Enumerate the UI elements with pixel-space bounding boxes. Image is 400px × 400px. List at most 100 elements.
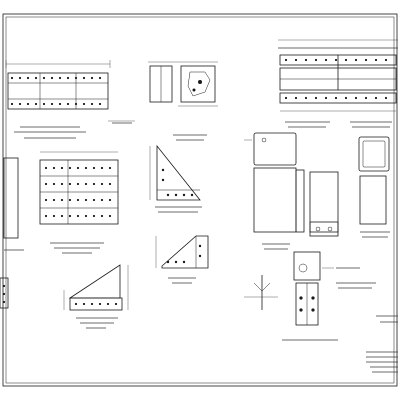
view-lower-center-gusset	[155, 235, 209, 284]
bolt-hole	[384, 96, 388, 100]
bolt-hole	[304, 96, 308, 100]
bolt-hole	[284, 96, 288, 100]
bolt-hole	[90, 302, 94, 306]
bolt-hole	[2, 292, 6, 296]
bolt-hole	[68, 182, 72, 186]
bolt-hole	[294, 96, 298, 100]
bolt-hole	[76, 214, 80, 218]
bolt-hole	[60, 198, 64, 202]
bolt-hole	[60, 182, 64, 186]
bolt-hole	[92, 166, 96, 170]
bolt-hole	[42, 102, 46, 106]
bolt-hole	[68, 214, 72, 218]
bolt-hole	[182, 260, 186, 264]
bolt-hole	[334, 96, 338, 100]
bolt-hole	[74, 302, 78, 306]
bolt-hole	[26, 102, 30, 106]
bolt-hole	[66, 102, 70, 106]
bolt-hole	[98, 76, 102, 80]
view-lower-triangle-bracket	[63, 264, 129, 329]
bolt-hole	[60, 166, 64, 170]
bolt-hole	[74, 76, 78, 80]
bolt-hole	[384, 58, 388, 62]
bolt-hole	[100, 214, 104, 218]
bolt-hole	[52, 182, 56, 186]
bolt-hole	[324, 58, 328, 62]
bolt-hole	[98, 102, 102, 106]
bolt-hole	[198, 244, 202, 248]
bolt-hole	[92, 214, 96, 218]
bolt-hole	[90, 76, 94, 80]
bolt-hole	[198, 254, 202, 258]
bolt-hole	[58, 76, 62, 80]
view-top-left-long-plate	[5, 60, 135, 139]
bolt-hole	[74, 102, 78, 106]
bolt-hole	[354, 58, 358, 62]
bolt-hole	[174, 260, 178, 264]
bolt-hole	[314, 96, 318, 100]
view-top-right-channel	[278, 39, 398, 128]
bolt-hole	[324, 96, 328, 100]
bolt-hole	[44, 214, 48, 218]
bolt-hole	[100, 166, 104, 170]
bolt-hole	[100, 182, 104, 186]
bolt-hole	[84, 166, 88, 170]
bolt-hole	[82, 76, 86, 80]
bolt-hole	[76, 198, 80, 202]
bolt-hole	[66, 76, 70, 80]
bolt-hole	[190, 193, 194, 197]
bolt-hole	[68, 166, 72, 170]
bolt-hole	[344, 58, 348, 62]
bolt-hole	[314, 58, 318, 62]
bolt-hole	[108, 166, 112, 170]
view-top-small-plate	[148, 61, 218, 141]
bolt-hole	[166, 260, 170, 264]
bolt-hole	[44, 166, 48, 170]
bolt-hole	[52, 214, 56, 218]
bolt-hole	[76, 182, 80, 186]
bolt-hole	[294, 58, 298, 62]
bolt-hole	[52, 198, 56, 202]
bolt-hole	[161, 168, 165, 172]
bolt-hole	[84, 214, 88, 218]
bolt-hole	[92, 182, 96, 186]
bolt-hole	[161, 178, 165, 182]
bolt-hole	[108, 198, 112, 202]
bolt-hole	[52, 166, 56, 170]
bolt-hole	[98, 302, 102, 306]
bolt-hole	[114, 302, 118, 306]
bolt-hole	[44, 198, 48, 202]
bolt-hole	[108, 214, 112, 218]
bolt-hole	[42, 76, 46, 80]
bolt-hole	[100, 198, 104, 202]
bolt-hole	[82, 302, 86, 306]
bolt-hole	[50, 102, 54, 106]
bolt-hole	[10, 102, 14, 106]
bolt-hole	[2, 284, 6, 288]
bolt-hole	[106, 302, 110, 306]
bolt-hole	[90, 102, 94, 106]
title-block-notes	[366, 315, 398, 373]
bolt-hole	[50, 76, 54, 80]
bolt-hole	[10, 76, 14, 80]
bolt-hole	[44, 182, 48, 186]
view-middle-left-plate	[3, 151, 119, 254]
bolt-hole	[84, 182, 88, 186]
bolt-hole	[182, 193, 186, 197]
bolt-hole	[166, 193, 170, 197]
bolt-hole	[34, 76, 38, 80]
bolt-hole	[18, 102, 22, 106]
bolt-hole	[374, 58, 378, 62]
bolt-hole	[34, 102, 38, 106]
bolt-hole	[84, 198, 88, 202]
bolt-hole	[18, 76, 22, 80]
view-right-box-assembly	[244, 132, 390, 250]
bolt-hole	[364, 96, 368, 100]
view-middle-gusset	[149, 144, 202, 213]
sheet-border	[2, 13, 398, 387]
view-lower-left-bracket	[0, 277, 9, 309]
bolt-hole	[68, 198, 72, 202]
bolt-hole	[92, 198, 96, 202]
bolt-hole	[354, 96, 358, 100]
